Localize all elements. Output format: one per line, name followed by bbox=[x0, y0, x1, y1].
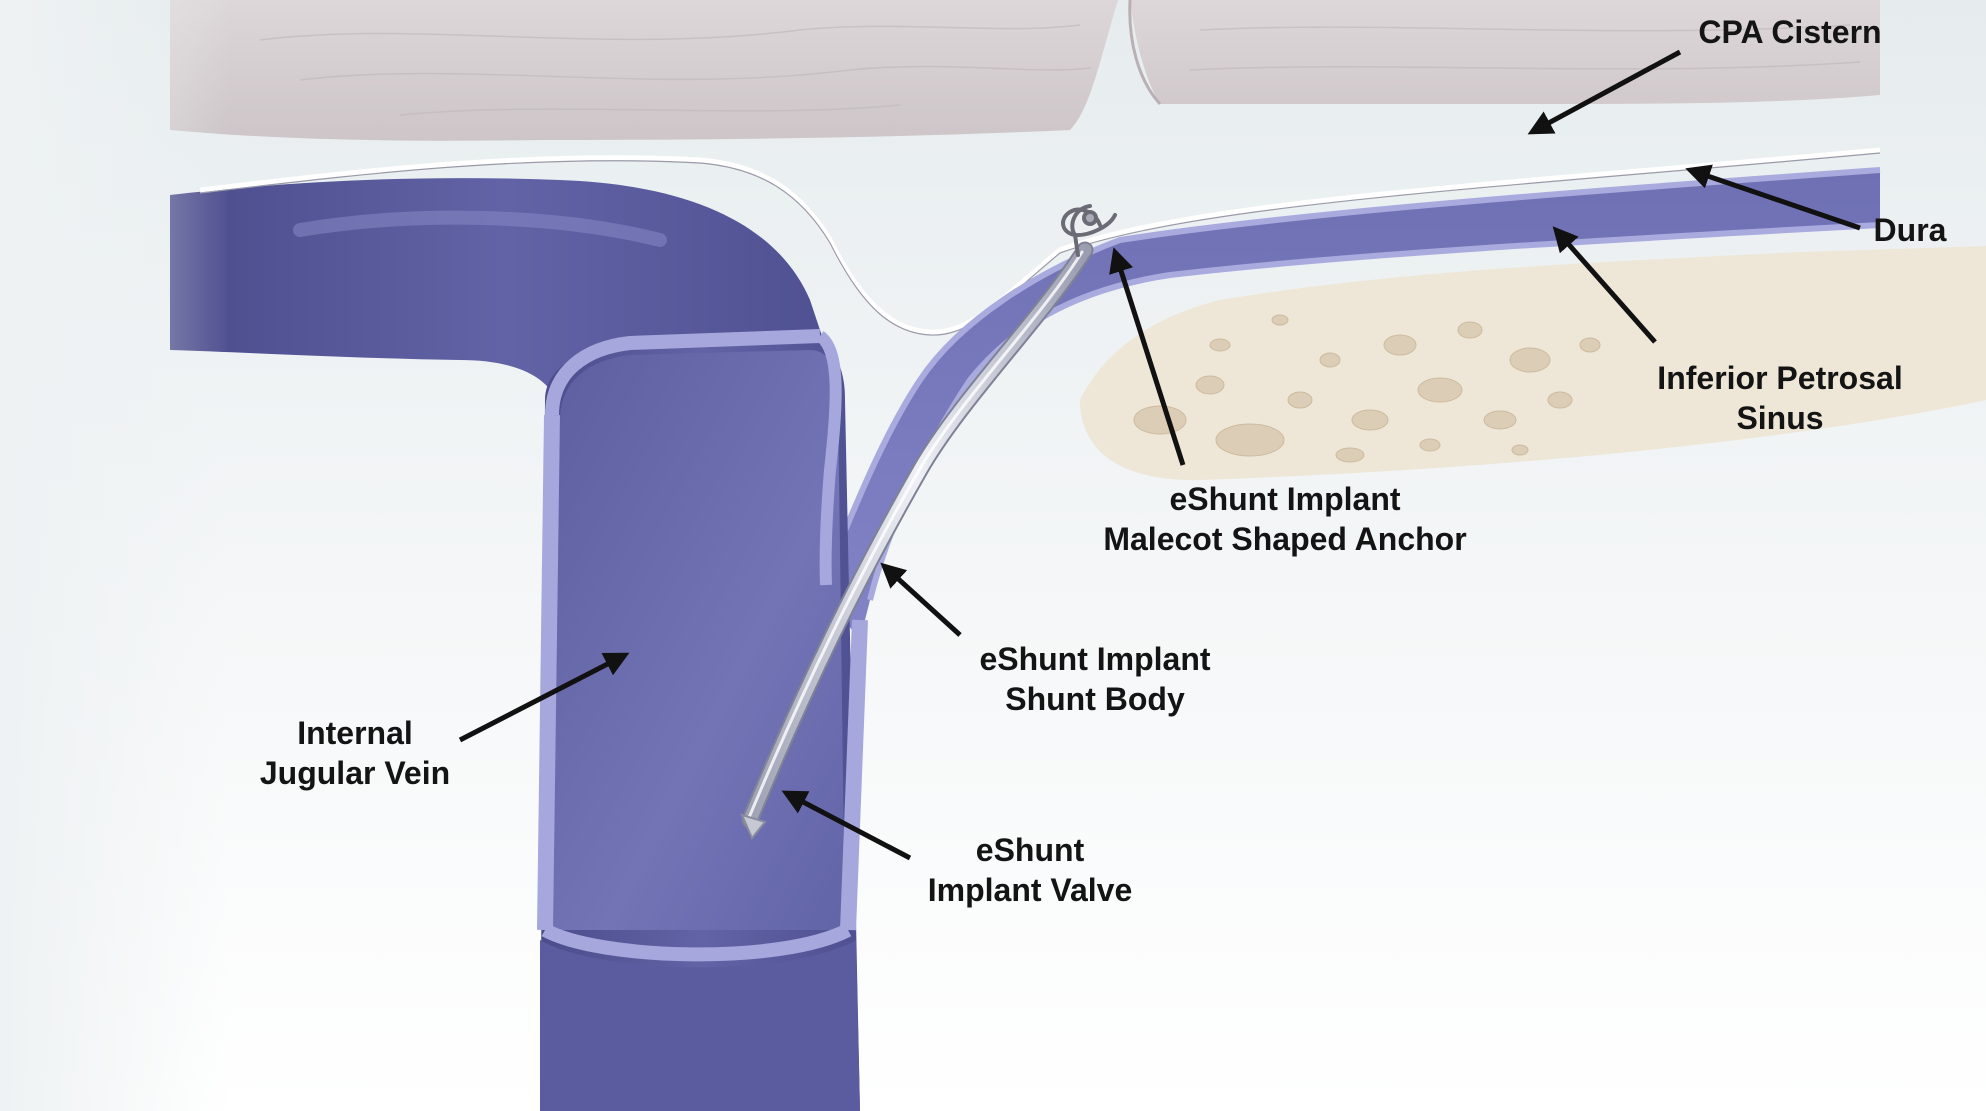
label-ips-line1: Inferior Petrosal bbox=[1657, 360, 1903, 396]
malecot-anchor bbox=[1061, 204, 1117, 257]
annotation-arrows bbox=[458, 49, 1861, 861]
label-ijv-line2: Jugular Vein bbox=[259, 755, 451, 791]
arrow-internal-jugular-vein bbox=[458, 652, 630, 743]
label-internal-jugular-vein: Internal Jugular Vein bbox=[230, 713, 480, 793]
label-anchor-line2: Malecot Shaped Anchor bbox=[1103, 521, 1467, 557]
brain-fold-line bbox=[1128, 0, 1162, 106]
arrow-cpa-cistern bbox=[1527, 49, 1682, 135]
label-dura-text: Dura bbox=[1873, 212, 1947, 248]
label-shunt-body-line1: eShunt Implant bbox=[979, 641, 1211, 677]
jugular-vein-cut-rim bbox=[541, 923, 852, 962]
shunt-valve-tip bbox=[740, 813, 767, 840]
label-anchor-line1: eShunt Implant bbox=[1169, 481, 1401, 517]
label-ips-line2: Sinus bbox=[1736, 400, 1824, 436]
label-valve-line2: Implant Valve bbox=[927, 872, 1133, 908]
arrow-valve bbox=[781, 790, 912, 861]
jugular-vein-wall-right bbox=[840, 619, 868, 931]
arrow-shunt-body bbox=[880, 562, 962, 637]
jugular-vein-wall-left-side bbox=[537, 414, 560, 931]
jugular-vein-wall-left bbox=[545, 329, 821, 416]
label-shunt-body-line2: Shunt Body bbox=[1005, 681, 1185, 717]
brain-tissue bbox=[170, 0, 1880, 141]
label-cpa-cistern: CPA Cistern bbox=[1660, 12, 1920, 52]
label-dura: Dura bbox=[1860, 210, 1960, 250]
arrow-dura bbox=[1685, 164, 1861, 231]
left-fade bbox=[0, 0, 230, 1111]
jugular-vein-lower bbox=[540, 940, 860, 1111]
inferior-petrosal-sinus bbox=[820, 170, 1880, 640]
label-cpa-cistern-text: CPA Cistern bbox=[1698, 14, 1882, 50]
label-shunt-body: eShunt Implant Shunt Body bbox=[940, 639, 1250, 719]
vein-highlight bbox=[293, 210, 667, 247]
jugular-vein-lumen bbox=[545, 350, 845, 930]
dura-membrane bbox=[199, 147, 1881, 335]
jugular-vein-septum bbox=[816, 331, 842, 586]
shunt-highlight bbox=[746, 250, 1084, 822]
arrow-inferior-petrosal-sinus bbox=[1552, 226, 1657, 344]
dura-membrane-edge bbox=[199, 152, 1881, 336]
label-valve-line1: eShunt bbox=[975, 832, 1085, 868]
label-anchor: eShunt Implant Malecot Shaped Anchor bbox=[1060, 479, 1510, 559]
label-ijv-line1: Internal bbox=[297, 715, 413, 751]
brain-texture bbox=[259, 24, 1861, 116]
label-valve: eShunt Implant Valve bbox=[900, 830, 1160, 910]
arrow-anchor bbox=[1109, 247, 1186, 466]
label-inferior-petrosal-sinus: Inferior Petrosal Sinus bbox=[1620, 358, 1940, 438]
